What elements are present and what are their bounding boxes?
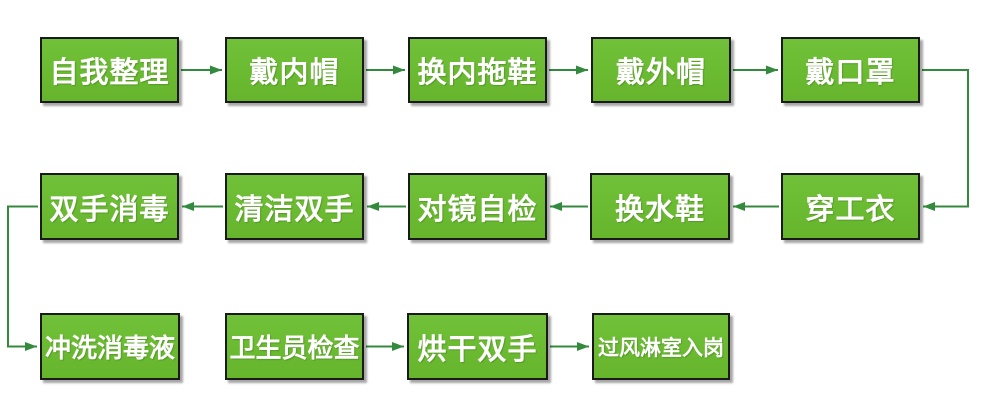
- flow-node-label: 戴口罩: [805, 55, 896, 89]
- flow-edge-wear-mask-to-wear-work-clothes: [922, 69, 969, 211]
- flow-node-change-inner-slippers: 换内拖鞋: [408, 37, 547, 103]
- flow-node-mirror-self-check: 对镜自检: [408, 173, 547, 240]
- flow-node-label: 穿工衣: [805, 191, 896, 226]
- flow-node-change-water-boots: 换水鞋: [590, 173, 730, 240]
- flow-node-dry-hands: 烘干双手: [407, 313, 548, 380]
- flow-edge-hands-disinfect-to-rinse-disinfectant: [7, 205, 38, 351]
- flow-node-wear-inner-cap: 戴内帽: [225, 37, 364, 103]
- flow-node-label: 双手消毒: [49, 191, 170, 226]
- flow-node-wear-work-clothes: 穿工衣: [781, 173, 920, 240]
- flow-node-label: 戴外帽: [615, 55, 706, 89]
- flow-node-rinse-disinfectant: 冲洗消毒液: [40, 313, 180, 380]
- flow-node-label: 对镜自检: [417, 191, 538, 226]
- flow-node-hands-disinfect: 双手消毒: [40, 173, 179, 240]
- flow-node-air-shower-entry: 过风淋室入岗: [592, 313, 730, 380]
- flow-node-label: 换内拖鞋: [417, 55, 538, 89]
- flow-node-wear-mask: 戴口罩: [781, 37, 920, 103]
- flow-node-sanitarian-check: 卫生员检查: [225, 313, 364, 380]
- flow-node-clean-hands: 清洁双手: [225, 173, 364, 240]
- flow-node-label: 清洁双手: [234, 191, 355, 226]
- flow-node-label: 过风淋室入岗: [598, 335, 724, 360]
- flow-node-label: 冲洗消毒液: [44, 334, 175, 364]
- flow-node-label: 戴内帽: [249, 55, 340, 89]
- flow-node-label: 卫生员检查: [229, 334, 360, 364]
- flow-node-self-tidy: 自我整理: [40, 37, 179, 103]
- flow-node-label: 换水鞋: [614, 191, 705, 226]
- flow-node-label: 自我整理: [49, 55, 170, 89]
- flow-node-label: 烘干双手: [417, 331, 538, 366]
- flow-node-wear-outer-cap: 戴外帽: [591, 37, 731, 103]
